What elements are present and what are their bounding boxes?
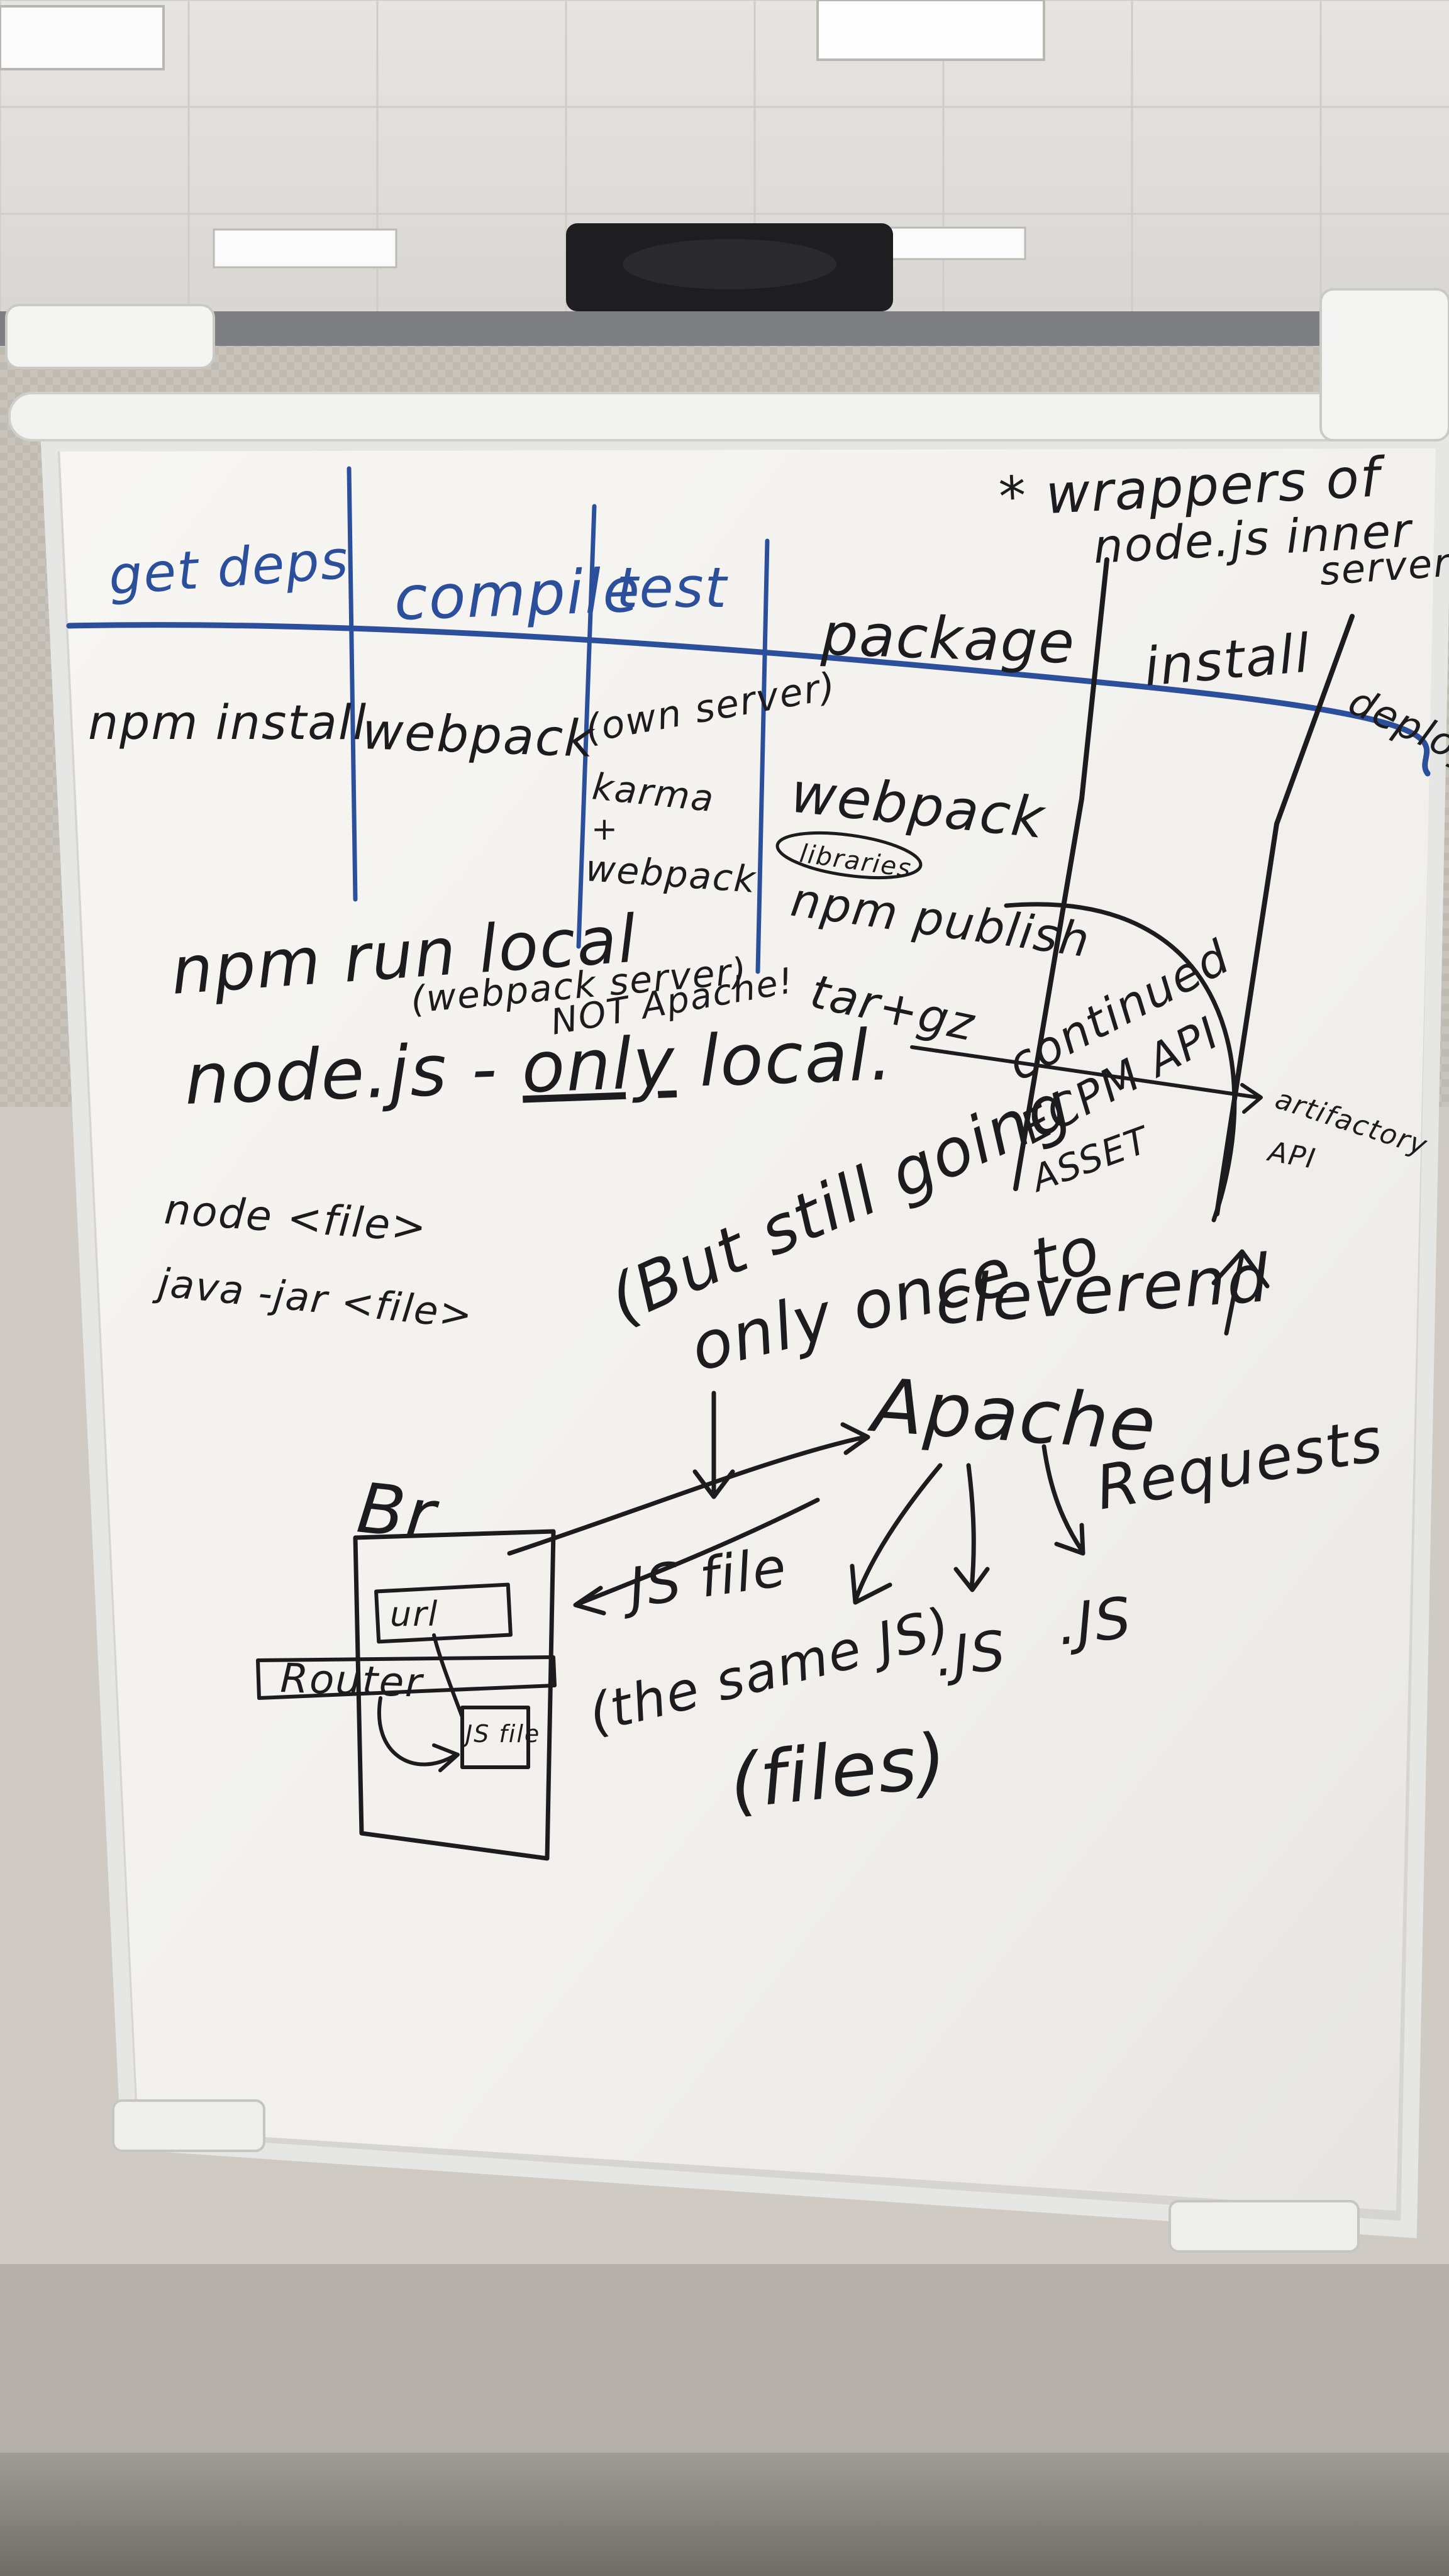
ceiling-light [816, 0, 1045, 61]
router-label: Router [279, 1655, 425, 1707]
ceiling-light [213, 228, 397, 269]
corner-clip [5, 304, 215, 369]
js-file-box [460, 1706, 530, 1769]
whiteboard [5, 288, 1449, 2253]
corner-clip [1319, 288, 1449, 441]
ceiling-light [886, 226, 1026, 260]
wrappers-note-line-3: server [1318, 540, 1449, 594]
header-package: package [819, 601, 1077, 677]
router-band [256, 1655, 557, 1700]
table-lines [66, 466, 1431, 1216]
js-file-box-label: JS file [461, 1720, 540, 1748]
nodejs-note-prefix: node.js - [183, 1027, 523, 1121]
header-install: install [1141, 622, 1313, 698]
apache-label: Apache [865, 1362, 1160, 1468]
corner-clip [1169, 2200, 1360, 2253]
nodejs-note-underlined: only [520, 1022, 677, 1109]
compile-entry: webpack [361, 702, 596, 769]
browser-box [353, 1529, 556, 1861]
corner-clip [112, 2099, 265, 2152]
get-deps-entry: npm install [88, 694, 367, 750]
nodejs-note: node.js - only local. [183, 1014, 894, 1121]
url-box [374, 1582, 513, 1644]
header-test: test [616, 555, 728, 620]
header-compile: compile [393, 555, 642, 634]
marker-tray-top [8, 392, 1445, 441]
js-label-1: .JS [932, 1619, 1009, 1689]
ceiling-light [0, 5, 165, 70]
test-entry-line-3: + [591, 811, 619, 847]
ceiling [0, 0, 1449, 327]
js-label-2: .JS [1054, 1585, 1135, 1658]
url-box-label: url [390, 1594, 438, 1634]
nodejs-note-suffix: local. [674, 1014, 894, 1104]
browser-box-title: Br [353, 1468, 442, 1557]
